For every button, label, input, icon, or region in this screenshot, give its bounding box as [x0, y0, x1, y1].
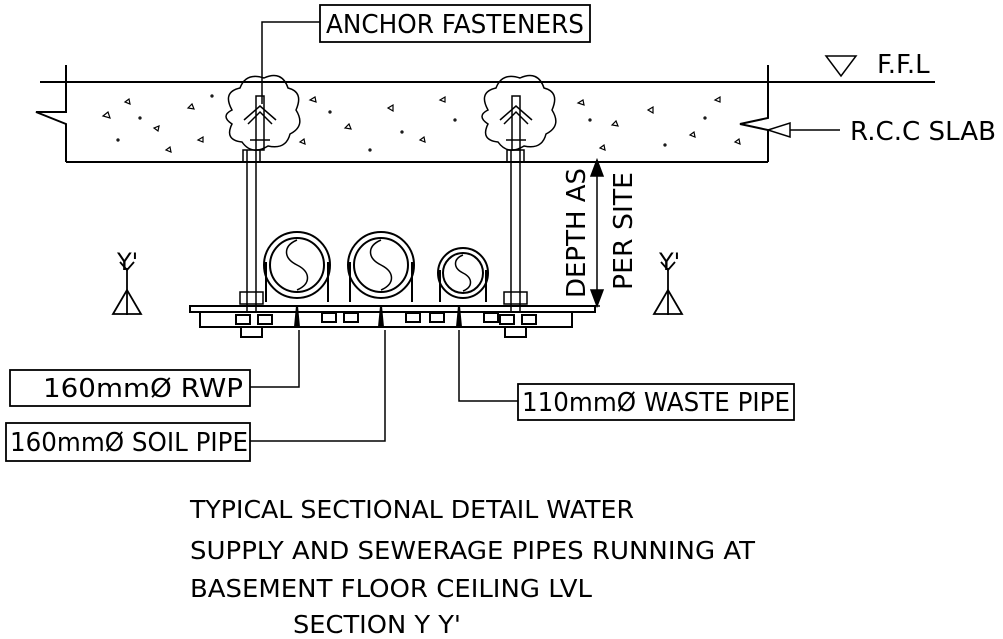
svg-text:110mmØ WASTE PIPE: 110mmØ WASTE PIPE — [522, 388, 790, 418]
section-marker-left — [111, 261, 143, 315]
anchor-fastener-right — [481, 74, 557, 151]
soil-pipe — [347, 231, 415, 302]
waste-pipe — [437, 247, 489, 302]
section-mark-left-label: Y' — [116, 248, 138, 276]
title-line-2: SUPPLY AND SEWERAGE PIPES RUNNING AT — [190, 536, 756, 565]
slab-aggregate — [101, 94, 741, 153]
depth-label-line1: DEPTH AS — [562, 168, 592, 298]
threaded-rod-right — [503, 149, 528, 312]
leader-lines — [250, 21, 858, 442]
title-line-3: BASEMENT FLOOR CEILING LVL — [190, 574, 592, 603]
rwp-pipe — [263, 231, 331, 302]
anchor-fastener-left — [225, 74, 301, 151]
rcc-slab-label: R.C.C SLAB — [850, 117, 996, 147]
svg-text:160mmØ RWP: 160mmØ RWP — [43, 374, 243, 404]
rcc-slab — [35, 65, 935, 163]
section-mark-right-label: Y' — [658, 248, 680, 276]
threaded-rod-left — [239, 149, 264, 312]
support-channel — [189, 305, 596, 338]
rwp-label: 160mmØ RWP — [9, 369, 251, 407]
title-line-4: SECTION Y Y' — [293, 610, 461, 639]
svg-text:ANCHOR FASTENERS: ANCHOR FASTENERS — [326, 10, 584, 40]
waste-pipe-label: 110mmØ WASTE PIPE — [517, 383, 795, 421]
soil-pipe-label: 160mmØ SOIL PIPE — [5, 422, 251, 462]
section-marker-right — [652, 261, 684, 315]
depth-label-line2: PER SITE — [609, 172, 639, 290]
drawing-title: TYPICAL SECTIONAL DETAIL WATER SUPPLY AN… — [189, 495, 756, 639]
svg-text:160mmØ SOIL PIPE: 160mmØ SOIL PIPE — [10, 428, 248, 458]
ffl-label: F.F.L — [877, 50, 930, 80]
title-line-1: TYPICAL SECTIONAL DETAIL WATER — [189, 495, 634, 524]
anchor-fasteners-label: ANCHOR FASTENERS — [319, 4, 591, 43]
